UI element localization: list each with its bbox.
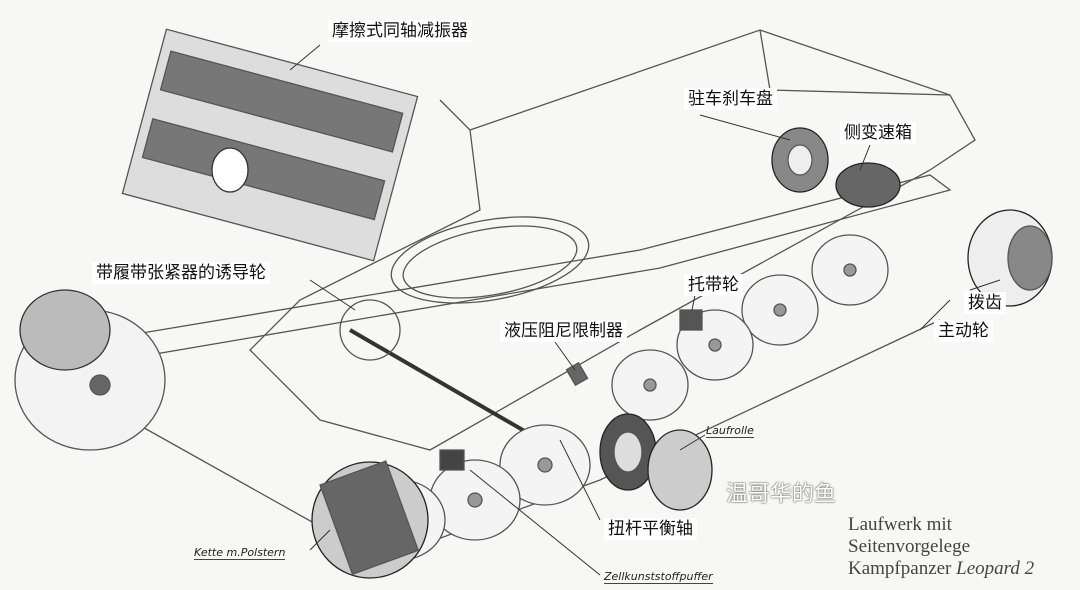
caption-line-2: Seitenvorgelege — [848, 536, 971, 557]
caption-line-3: Kampfpanzer Leopard 2 — [848, 558, 1034, 580]
hull-outline — [249, 29, 976, 451]
hydraulic-limiter — [565, 361, 589, 387]
watermark: 温哥华的鱼 — [726, 482, 837, 507]
label-torsion-bar: 扭杆平衡轴 — [604, 518, 697, 540]
label-side-gearbox: 侧变速箱 — [840, 122, 916, 144]
torsion-bar — [348, 328, 542, 442]
label-parking-brake-disc: 驻车刹车盘 — [684, 88, 777, 110]
caption-line-3b: Leopard 2 — [956, 558, 1035, 579]
caption-line-3a: Kampfpanzer — [848, 558, 957, 579]
caption-line-1: Laufwerk mit — [848, 514, 952, 535]
turret-ring — [390, 216, 590, 304]
label-sprocket-teeth: 拨齿 — [964, 292, 1006, 314]
label-hydraulic-limiter: 液压阻尼限制器 — [500, 320, 627, 342]
label-laufrolle: Laufrolle — [706, 424, 754, 438]
foam-buffer — [439, 449, 465, 471]
label-drive-sprocket: 主动轮 — [934, 320, 993, 342]
damper-detail-circle — [339, 299, 401, 361]
side-gearbox — [835, 162, 901, 208]
label-idler-with-tensioner: 带履带张紧器的诱导轮 — [92, 262, 270, 284]
label-kette-polstern: Kette m.Polstern — [194, 546, 286, 560]
label-zellkunststoffpuffer: Zellkunststoffpuffer — [604, 570, 713, 584]
return-roller — [679, 309, 703, 331]
label-friction-damper: 摩擦式同轴减振器 — [328, 20, 472, 42]
label-return-roller: 托带轮 — [684, 274, 743, 296]
figure-caption: Laufwerk mit Seitenvorgelege Kampfpanzer… — [848, 514, 1034, 580]
track-upper — [99, 174, 952, 361]
